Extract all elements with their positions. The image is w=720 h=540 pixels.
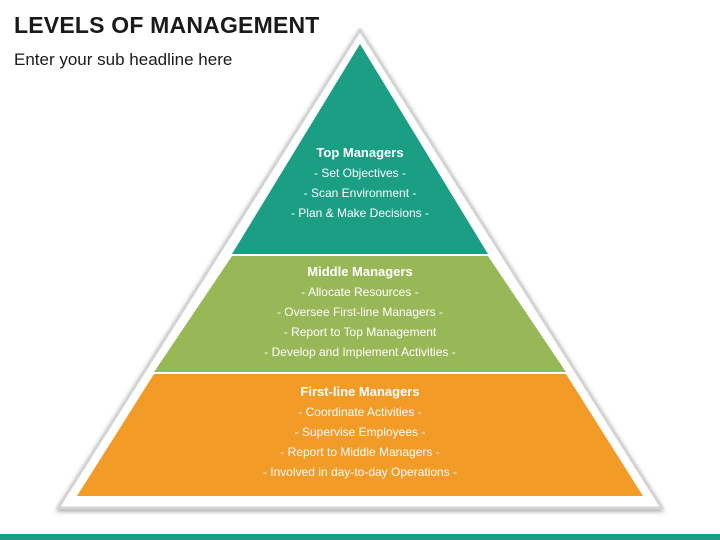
page-subtitle: Enter your sub headline here <box>14 50 233 69</box>
tier-bottom-item: - Report to Middle Managers - <box>280 445 440 459</box>
tier-top-shape <box>232 44 488 254</box>
tier-top-item: - Scan Environment - <box>303 186 417 200</box>
tier-bottom-item: - Supervise Employees - <box>294 425 426 439</box>
tier-middle-heading: Middle Managers <box>307 264 413 279</box>
tier-bottom-item: - Coordinate Activities - <box>298 405 422 419</box>
tier-bottom-shape <box>77 374 643 496</box>
page-title: LEVELS OF MANAGEMENT <box>14 12 320 38</box>
tier-middle-item: - Allocate Resources - <box>301 285 419 299</box>
tier-top-item: - Plan & Make Decisions - <box>290 206 430 220</box>
tier-top-text: Top Managers - Set Objectives - - Scan E… <box>160 143 560 223</box>
tier-middle-item: - Oversee First-line Managers - <box>276 305 444 319</box>
tier-middle-item: - Develop and Implement Activities - <box>264 345 456 359</box>
tier-middle-shape <box>154 256 566 372</box>
tier-bottom-heading: First-line Managers <box>300 384 420 399</box>
tier-middle-item: - Report to Top Management <box>283 325 437 339</box>
bottom-accent-bar <box>0 534 720 540</box>
tier-bottom-item: - Involved in day-to-day Operations - <box>262 465 458 479</box>
tier-top-item: - Set Objectives - <box>313 166 407 180</box>
tier-top-heading: Top Managers <box>316 145 404 160</box>
tier-bottom-text: First-line Managers - Coordinate Activit… <box>160 382 560 482</box>
tier-middle-text: Middle Managers - Allocate Resources - -… <box>160 262 560 362</box>
